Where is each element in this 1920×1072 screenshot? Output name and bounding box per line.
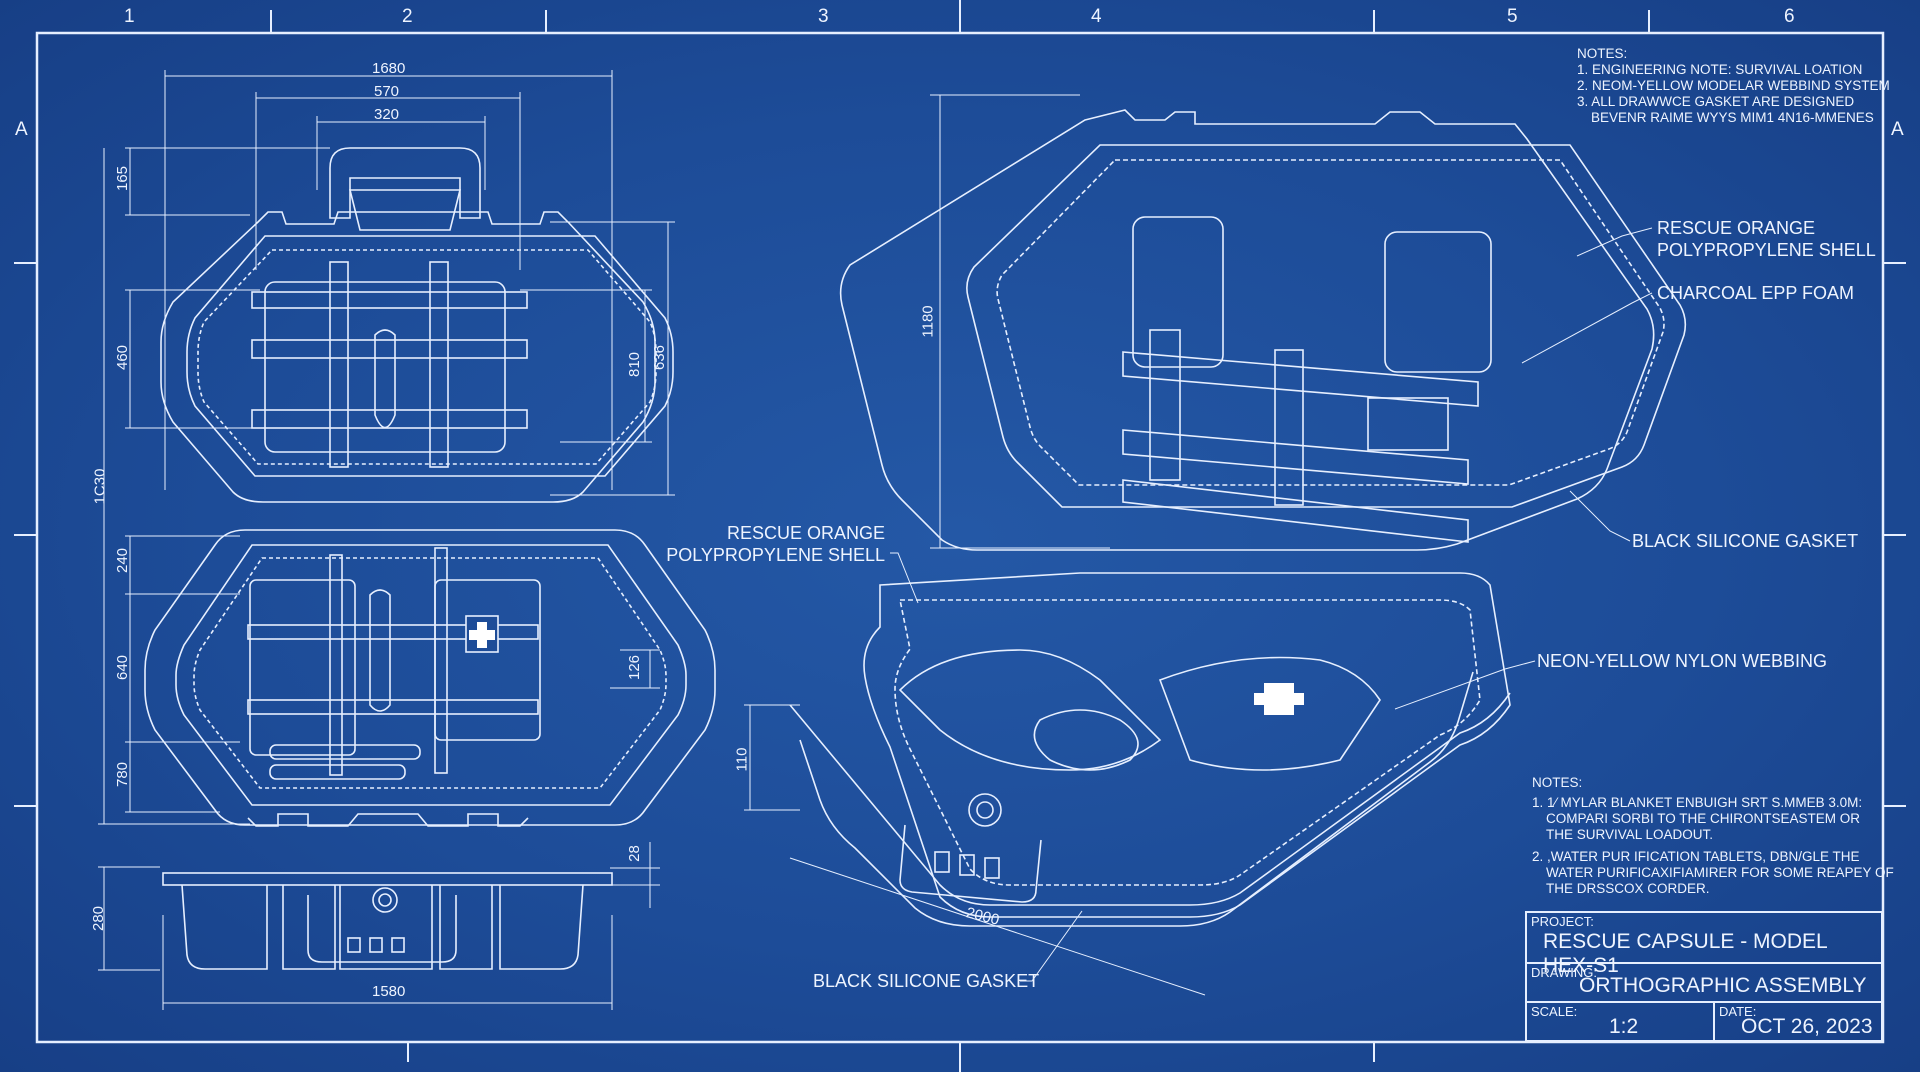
callout-gasket-bottom: BLACK SILICONE GASKET bbox=[813, 971, 1040, 991]
side-view bbox=[162, 872, 613, 970]
zone-column-1: 1 bbox=[124, 6, 135, 27]
zone-column-3: 3 bbox=[818, 6, 829, 27]
first-aid-cross-icon bbox=[469, 622, 495, 648]
callout-webbing: NEON-YELLOW NYLON WEBBING bbox=[1537, 651, 1828, 671]
drawing-row: DRAWING: ORTHOGRAPHIC ASSEMBLY bbox=[1527, 964, 1881, 1003]
note-line: 1. 1⁄ MYLAR BLANKET ENBUIGH SRT S.MMEB 3… bbox=[1532, 795, 1863, 810]
dim-base-middle: 640 bbox=[114, 654, 132, 681]
callout-shell-center: RESCUE ORANGE POLYPROPYLENE SHELL bbox=[666, 522, 885, 566]
note-line: THE DRSSCOX CORDER. bbox=[1546, 881, 1710, 896]
notes-heading: NOTES: bbox=[1577, 46, 1628, 61]
iso-dimension-lines bbox=[744, 94, 1206, 996]
date-label: DATE: bbox=[1719, 1004, 1757, 1019]
dim-right-inner: 810 bbox=[626, 351, 644, 378]
dim-total-height: 1C30 bbox=[91, 468, 109, 505]
zone-ticks bbox=[14, 0, 1906, 1072]
note-line: 2. NEOM-YELLOW MODELAR WEBBIND SYSTEM bbox=[1577, 78, 1890, 93]
project-name: RESCUE CAPSULE - MODEL HEX-S1 bbox=[1543, 930, 1827, 977]
iso-view-base bbox=[789, 572, 1511, 927]
dim-iso-lid-height: 1180 bbox=[919, 305, 937, 338]
date-cell: DATE: OCT 26, 2023 bbox=[1715, 1003, 1881, 1042]
note-line: 3. ALL DRAWWCE GASKET ARE DESIGNED bbox=[1577, 94, 1855, 109]
leader-lines bbox=[890, 227, 1653, 982]
notes-heading: NOTES: bbox=[1532, 775, 1583, 790]
callout-foam: CHARCOAL EPP FOAM bbox=[1657, 283, 1855, 303]
callout-gasket-right: BLACK SILICONE GASKET bbox=[1632, 531, 1859, 551]
note-line: BEVENR RAIME WYYS MIM1 4N16-MMENES bbox=[1591, 110, 1874, 125]
dim-lid-width: 570 bbox=[374, 83, 400, 100]
note-line: COMPARI SORBI TO THE CHIRONTSEASTEM OR bbox=[1546, 811, 1861, 826]
callout-shell-right: RESCUE ORANGE POLYPROPYLENE SHELL bbox=[1657, 217, 1876, 261]
iso-first-aid-cross-icon bbox=[1254, 683, 1304, 715]
top-view-base bbox=[144, 529, 716, 827]
project-label: PROJECT: bbox=[1531, 914, 1594, 929]
note-line: WATER PURIFICAXIFIAMIRER FOR SOME REAPEY… bbox=[1546, 865, 1894, 880]
notes-top: NOTES: 1. ENGINEERING NOTE: SURVIVAL LOA… bbox=[1577, 46, 1890, 126]
dimension-lines bbox=[98, 70, 675, 1010]
drawing-label: DRAWING: bbox=[1531, 965, 1597, 980]
zone-row-a-right: A bbox=[1891, 119, 1904, 140]
zone-column-6: 6 bbox=[1784, 6, 1795, 27]
date-value: OCT 26, 2023 bbox=[1741, 1015, 1873, 1038]
title-block: PROJECT: RESCUE CAPSULE - MODEL HEX-S1 D… bbox=[1525, 911, 1883, 1042]
dim-handle-height: 165 bbox=[114, 165, 132, 192]
scale-cell: SCALE: 1:2 bbox=[1527, 1003, 1715, 1042]
scale-value: 1:2 bbox=[1609, 1015, 1639, 1038]
water-tablets-label bbox=[1367, 397, 1449, 451]
callout-line: POLYPROPYLENE SHELL bbox=[666, 545, 885, 565]
dim-side-height: 280 bbox=[90, 905, 108, 932]
zone-column-5: 5 bbox=[1507, 6, 1518, 27]
dim-right-outer: 636 bbox=[651, 344, 669, 371]
project-row: PROJECT: RESCUE CAPSULE - MODEL HEX-S1 bbox=[1527, 913, 1881, 977]
zone-row-a-left: A bbox=[15, 119, 28, 140]
drawing-name: ORTHOGRAPHIC ASSEMBLY bbox=[1579, 974, 1867, 997]
dim-iso-base-height: 110 bbox=[733, 747, 751, 772]
zone-column-2: 2 bbox=[402, 6, 413, 27]
note-line: 1. ENGINEERING NOTE: SURVIVAL LOATION bbox=[1577, 62, 1863, 77]
callout-line: POLYPROPYLENE SHELL bbox=[1657, 240, 1876, 260]
dim-latch: 126 bbox=[626, 654, 644, 681]
zone-column-4: 4 bbox=[1091, 6, 1102, 27]
callout-line: RESCUE ORANGE bbox=[1657, 218, 1816, 238]
dim-lip: 28 bbox=[625, 845, 643, 862]
dim-lid-inner: 460 bbox=[114, 344, 132, 371]
iso-view-lid bbox=[839, 109, 1687, 551]
notes-bottom: NOTES: 1. 1⁄ MYLAR BLANKET ENBUIGH SRT S… bbox=[1532, 775, 1894, 897]
dim-side-width: 1580 bbox=[372, 983, 406, 1000]
scale-label: SCALE: bbox=[1531, 1004, 1578, 1019]
top-view-lid bbox=[160, 147, 674, 503]
callout-line: RESCUE ORANGE bbox=[726, 523, 885, 543]
note-line: THE SURVIVAL LOADOUT. bbox=[1546, 827, 1714, 842]
dim-handle-width: 320 bbox=[374, 106, 400, 123]
note-line: 2. ,WATER PUR IFICATION TABLETS, DBN/GLE… bbox=[1532, 849, 1860, 864]
dim-overall-width: 1680 bbox=[372, 60, 406, 77]
dim-base-upper: 240 bbox=[114, 547, 132, 574]
dim-base-lower: 780 bbox=[114, 761, 132, 788]
